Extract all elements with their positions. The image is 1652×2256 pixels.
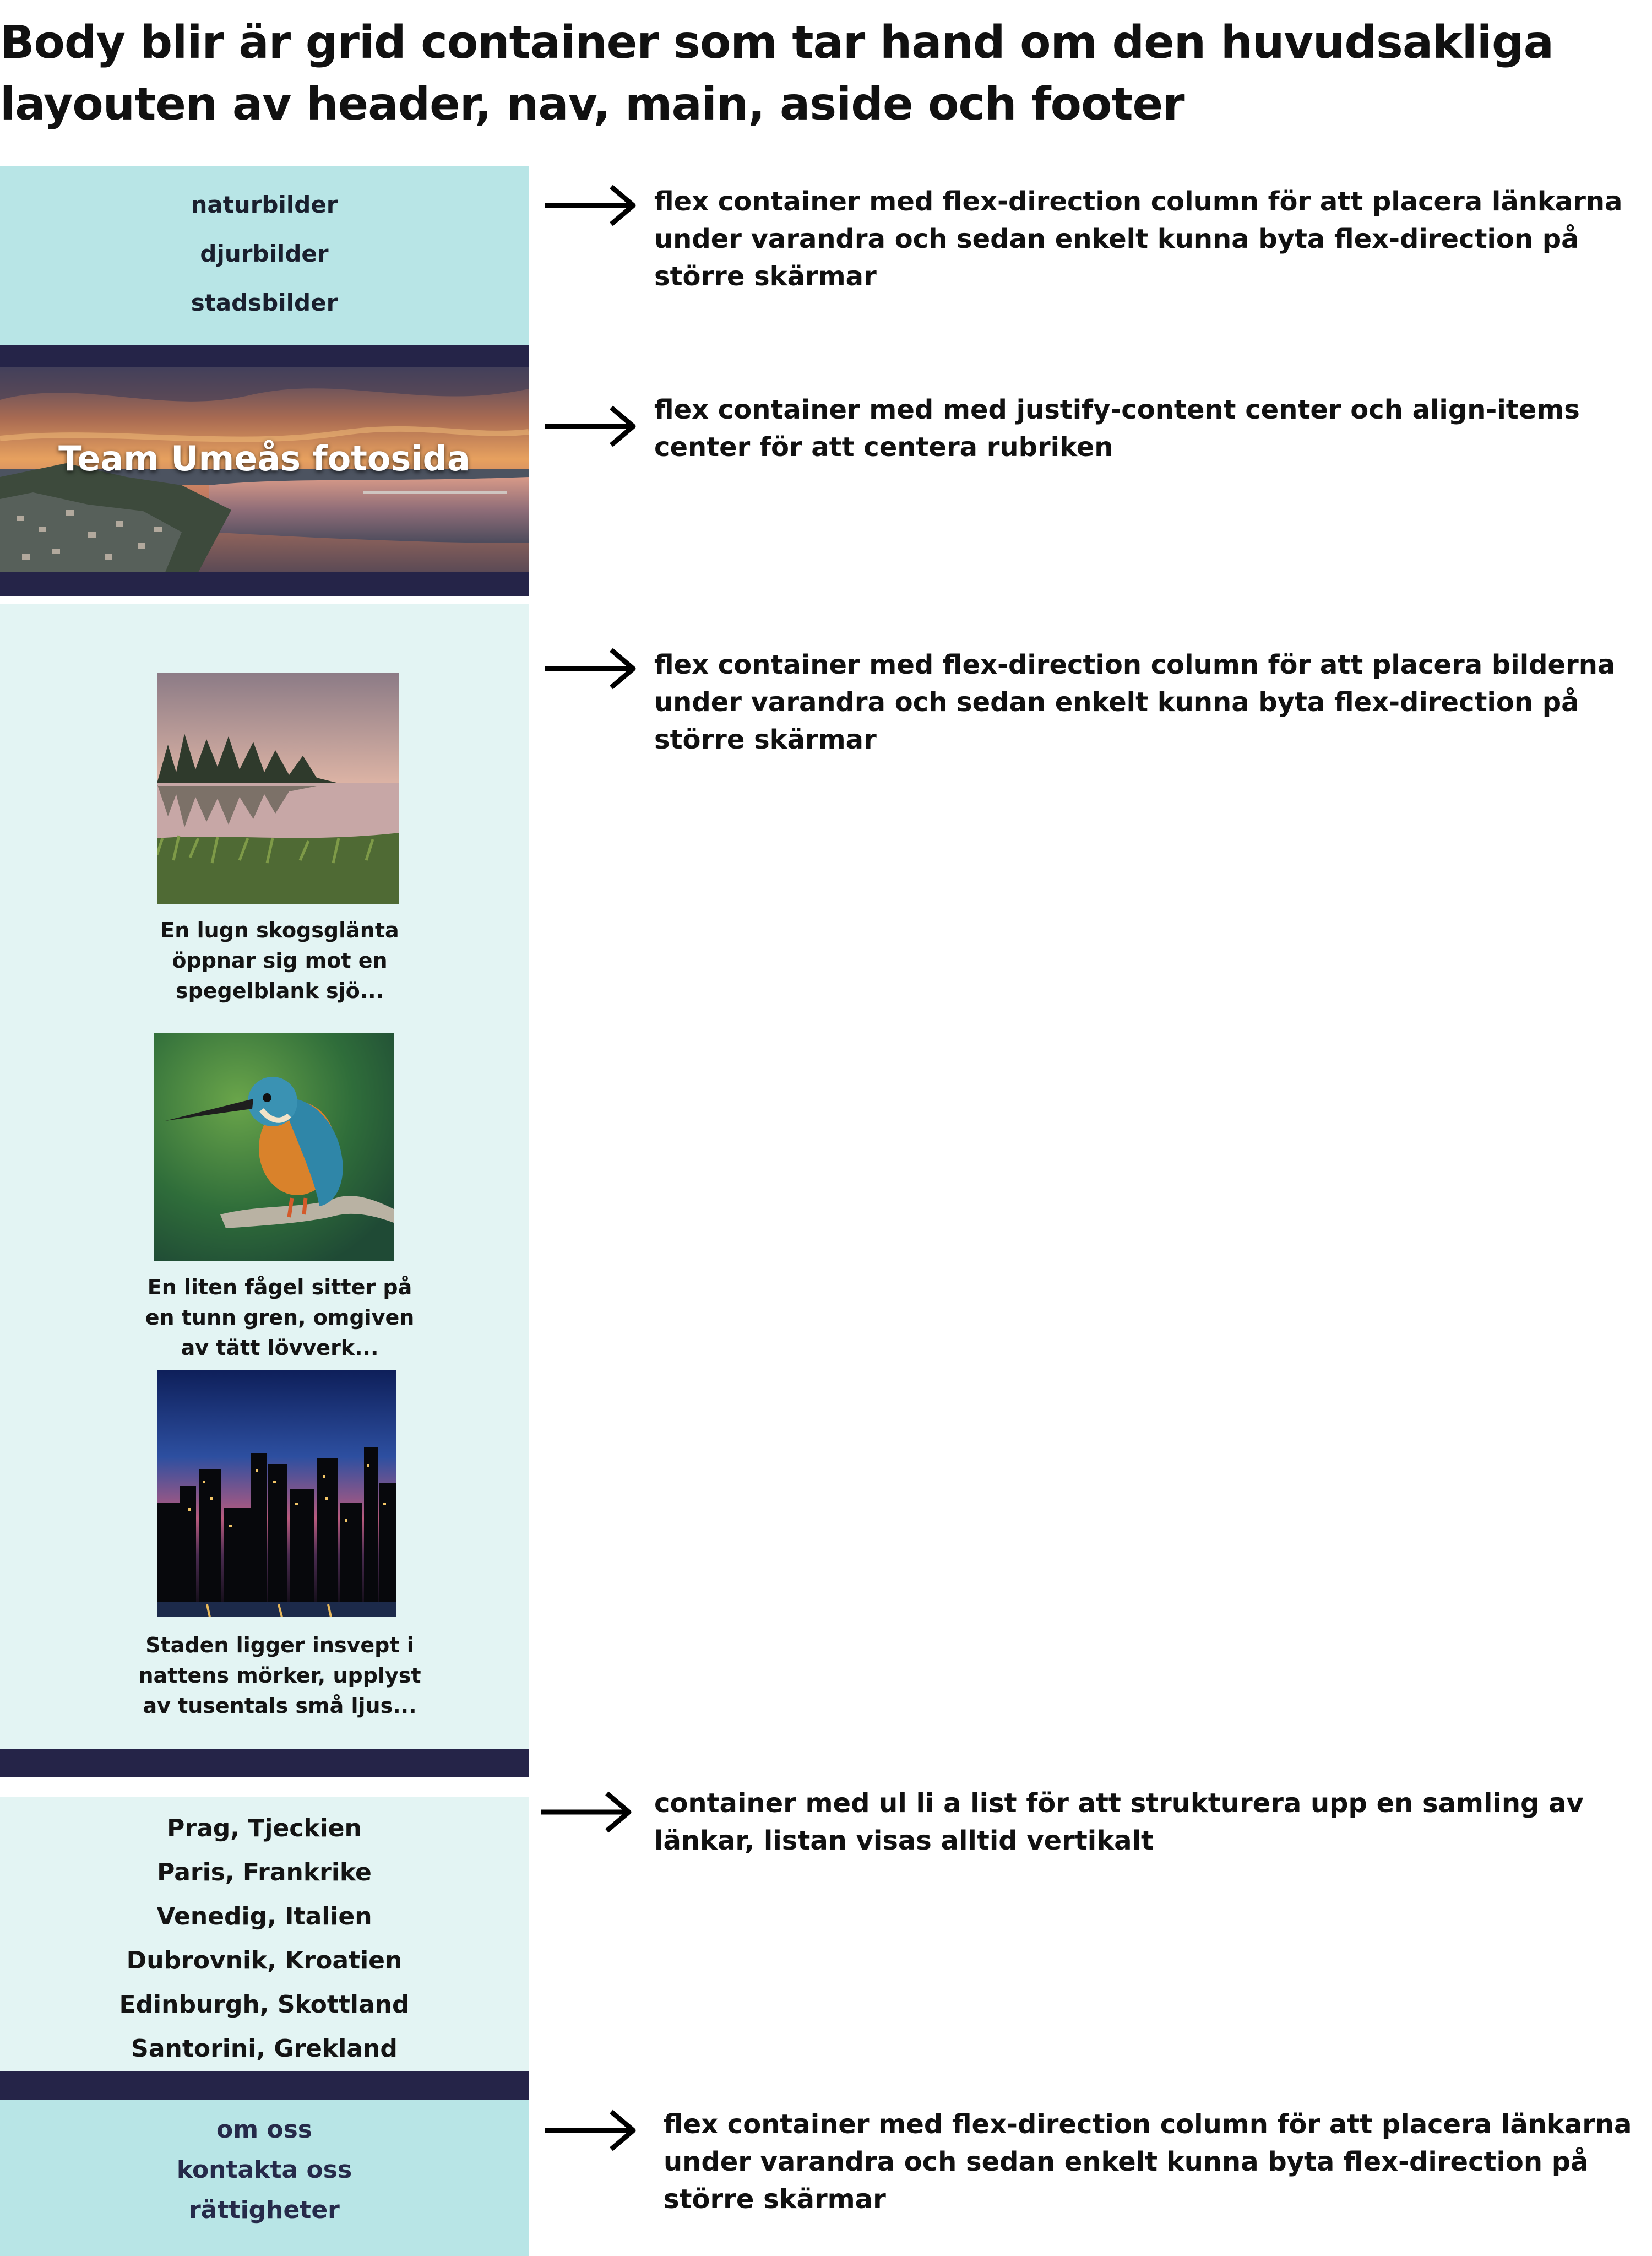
aside-list: Prag, Tjeckien Paris, Frankrike Venedig,… [0, 1797, 529, 2071]
diagram-heading: Body blir är grid container som tar hand… [0, 17, 1554, 131]
list-item[interactable]: Prag, Tjeckien [167, 1814, 362, 1842]
list-item[interactable]: Venedig, Italien [156, 1902, 372, 1930]
arrow-right-icon [545, 185, 636, 226]
image-caption: En lugn skogsglänta öppnar sig mot en sp… [160, 918, 399, 1003]
footer-link-om-oss[interactable]: om oss [216, 2116, 312, 2144]
nav-link-djurbilder[interactable]: djurbilder [200, 240, 329, 267]
annotation-main: flex container med flex-direction column… [654, 649, 1616, 755]
aside-panel: Prag, Tjeckien Paris, Frankrike Venedig,… [0, 1797, 529, 2093]
city-skyline-photo [157, 1370, 396, 1617]
list-item[interactable]: Edinburgh, Skottland [119, 1991, 410, 2019]
image-caption: Staden ligger insvept i nattens mörker, … [138, 1633, 421, 1718]
list-item[interactable]: Paris, Frankrike [157, 1858, 372, 1886]
arrow-right-icon [545, 405, 636, 447]
arrow-right-icon [545, 648, 636, 690]
divider-bar [0, 345, 529, 367]
header-title: Team Umeås fotosida [58, 438, 470, 479]
nav-panel: naturbilder djurbilder stadsbilder [0, 166, 529, 345]
nav-link-stadsbilder[interactable]: stadsbilder [191, 289, 338, 316]
annotation-footer: flex container med flex-direction column… [664, 2109, 1632, 2215]
footer-panel: om oss kontakta oss rättigheter [0, 2100, 529, 2256]
kingfisher-photo [154, 1033, 394, 1261]
image-caption: En liten fågel sitter på en tunn gren, o… [145, 1275, 415, 1360]
footer-link-kontakta-oss[interactable]: kontakta oss [176, 2156, 352, 2184]
forest-lake-photo [157, 673, 399, 904]
list-item[interactable]: Dubrovnik, Kroatien [126, 1946, 403, 1975]
annotation-header: flex container med med justify-content c… [654, 394, 1580, 463]
list-item[interactable]: Santorini, Grekland [131, 2035, 398, 2063]
nav-links: naturbilder djurbilder stadsbilder [0, 166, 529, 327]
nav-link-naturbilder[interactable]: naturbilder [191, 191, 338, 218]
arrow-right-icon [541, 1791, 632, 1833]
umea-panorama-photo [0, 367, 529, 572]
divider-bar [0, 572, 529, 596]
header-panel: Team Umeås fotosida [0, 367, 529, 572]
arrow-right-icon [545, 2109, 636, 2151]
divider-bar [0, 2071, 529, 2100]
footer-links: om oss kontakta oss rättigheter [0, 2100, 529, 2230]
footer-link-rattigheter[interactable]: rättigheter [189, 2196, 340, 2224]
annotation-aside: container med ul li a list för att struk… [654, 1788, 1584, 1856]
annotation-nav: flex container med flex-direction column… [654, 186, 1623, 292]
divider-bar [0, 1749, 529, 1777]
